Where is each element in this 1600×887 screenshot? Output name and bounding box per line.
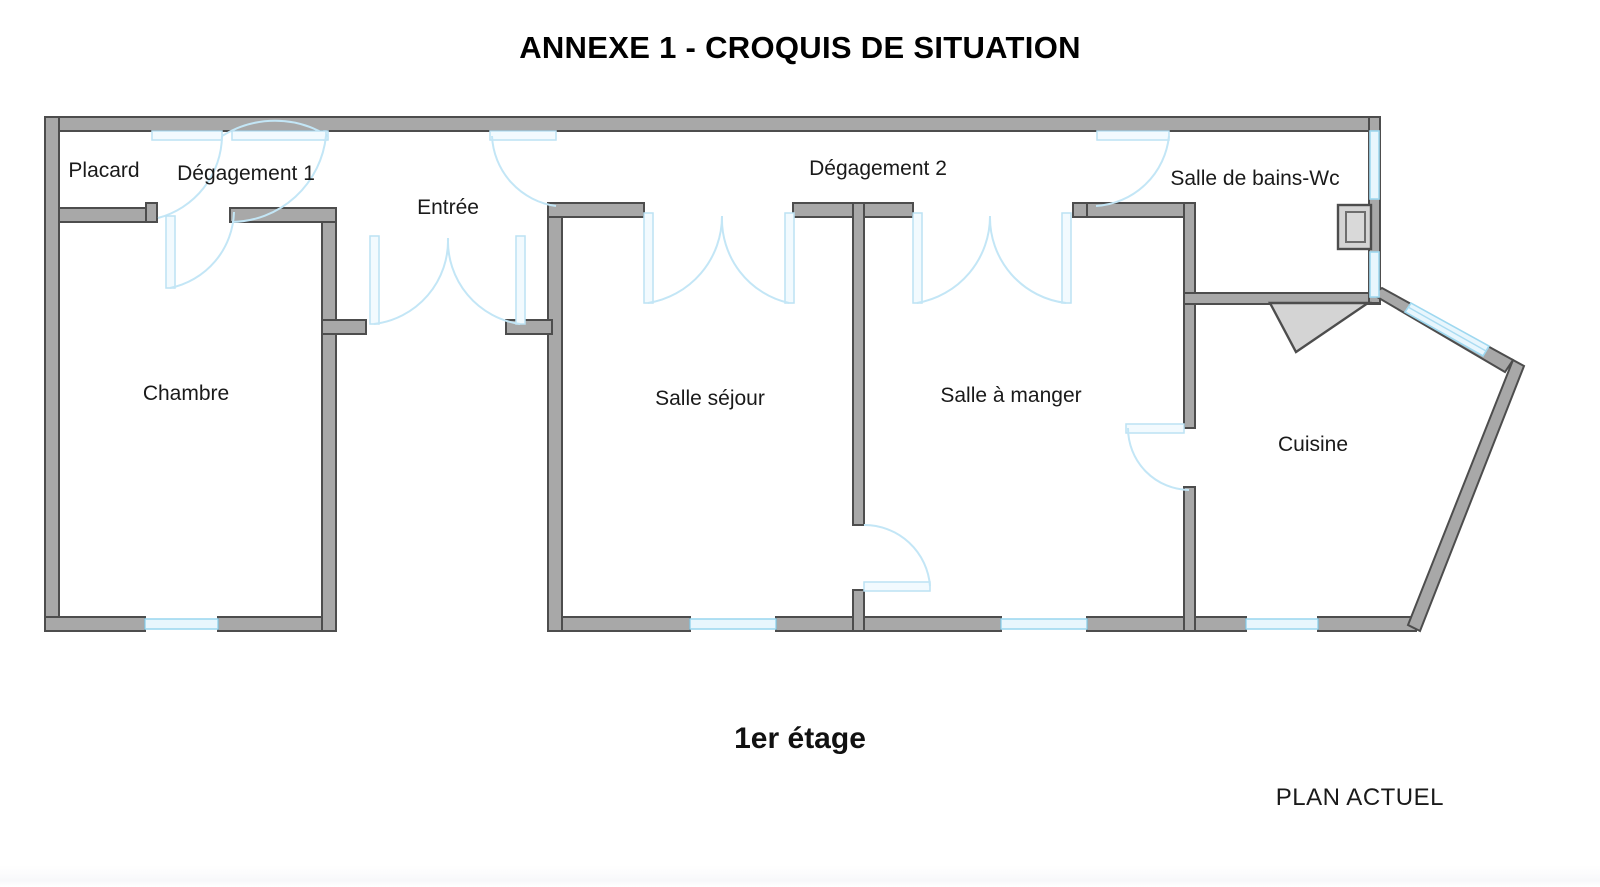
wall-exterior-bottom-sejour-a <box>547 616 691 632</box>
door-degagement1-b[interactable] <box>231 130 327 223</box>
room-label-group: Placard Dégagement 1 Entrée Dégagement 2… <box>68 157 1348 456</box>
wall-chambre-right <box>321 207 337 632</box>
wall-sejour-manger-divider-lower <box>852 589 865 632</box>
door-entree-right[interactable] <box>446 235 526 325</box>
door-cuisine[interactable] <box>1125 423 1190 491</box>
door-sejour-right[interactable] <box>720 212 795 304</box>
plan-status-label: PLAN ACTUEL <box>1275 784 1444 811</box>
wall-group <box>44 116 1526 633</box>
floor-caption: 1er étage <box>734 722 866 755</box>
room-label-salle-sejour: Salle séjour <box>655 387 765 410</box>
wall-exterior-left <box>44 116 60 632</box>
room-label-placard: Placard <box>68 159 139 182</box>
page-title: ANNEXE 1 - CROQUIS DE SITUATION <box>519 30 1081 65</box>
wall-exterior-bottom-cuisine <box>1317 616 1417 632</box>
room-label-chambre: Chambre <box>143 382 229 405</box>
room-label-degagement-1: Dégagement 1 <box>177 162 315 185</box>
window-sdb-right-upper <box>1369 130 1380 200</box>
door-group <box>151 119 1190 592</box>
wall-sejour-top <box>547 202 645 218</box>
window-sdb-right-lower <box>1369 251 1380 298</box>
footer-band <box>0 865 1600 887</box>
window-group <box>144 130 1491 630</box>
wall-exterior-bottom-chambre <box>44 616 146 632</box>
wall-cuisine-diagonal-lower <box>1406 358 1526 633</box>
window-cuisine-diagonal-mullion <box>1407 306 1487 352</box>
door-entree-top[interactable] <box>489 130 557 207</box>
room-label-entree: Entrée <box>417 196 479 219</box>
wall-sdb-left <box>1072 202 1088 218</box>
room-label-salle-a-manger: Salle à manger <box>940 384 1081 407</box>
wc-fixture-inner <box>1345 211 1366 243</box>
wall-manger-top-right <box>1072 202 1196 218</box>
door-manger-left[interactable] <box>912 212 992 304</box>
wall-placard-right <box>145 202 158 223</box>
window-cuisine-bottom <box>1245 618 1319 630</box>
wall-manger-cuisine-divider <box>1183 202 1196 429</box>
wall-exterior-top <box>44 116 1381 132</box>
window-chambre-bottom <box>144 618 219 630</box>
wall-exterior-bottom-manger <box>1086 616 1247 632</box>
wall-entree-right <box>547 202 563 632</box>
door-manger-right[interactable] <box>988 212 1072 304</box>
room-label-degagement-2: Dégagement 2 <box>809 157 947 180</box>
wall-chambre-top <box>58 207 158 223</box>
door-entree-left[interactable] <box>369 235 450 325</box>
room-label-cuisine: Cuisine <box>1278 433 1348 456</box>
door-salle-sejour[interactable] <box>643 212 724 304</box>
wall-sejour-manger-divider <box>852 202 865 526</box>
wall-exterior-bottom-chambre-2 <box>217 616 337 632</box>
fixture-group <box>1268 203 1373 354</box>
door-sejour-manger[interactable] <box>863 523 931 592</box>
door-salle-de-bains[interactable] <box>1095 130 1170 207</box>
kitchen-worktop <box>1268 301 1372 354</box>
room-label-salle-de-bains-wc: Salle de bains-Wc <box>1170 167 1339 190</box>
door-chambre[interactable] <box>165 211 235 289</box>
window-manger-bottom-1 <box>1000 618 1088 630</box>
window-sejour-bottom-1 <box>689 618 777 630</box>
wall-manger-cuisine-divider-lower <box>1183 486 1196 632</box>
wall-chambre-right-stub <box>321 319 367 335</box>
wall-exterior-bottom-sejour-b <box>775 616 1002 632</box>
